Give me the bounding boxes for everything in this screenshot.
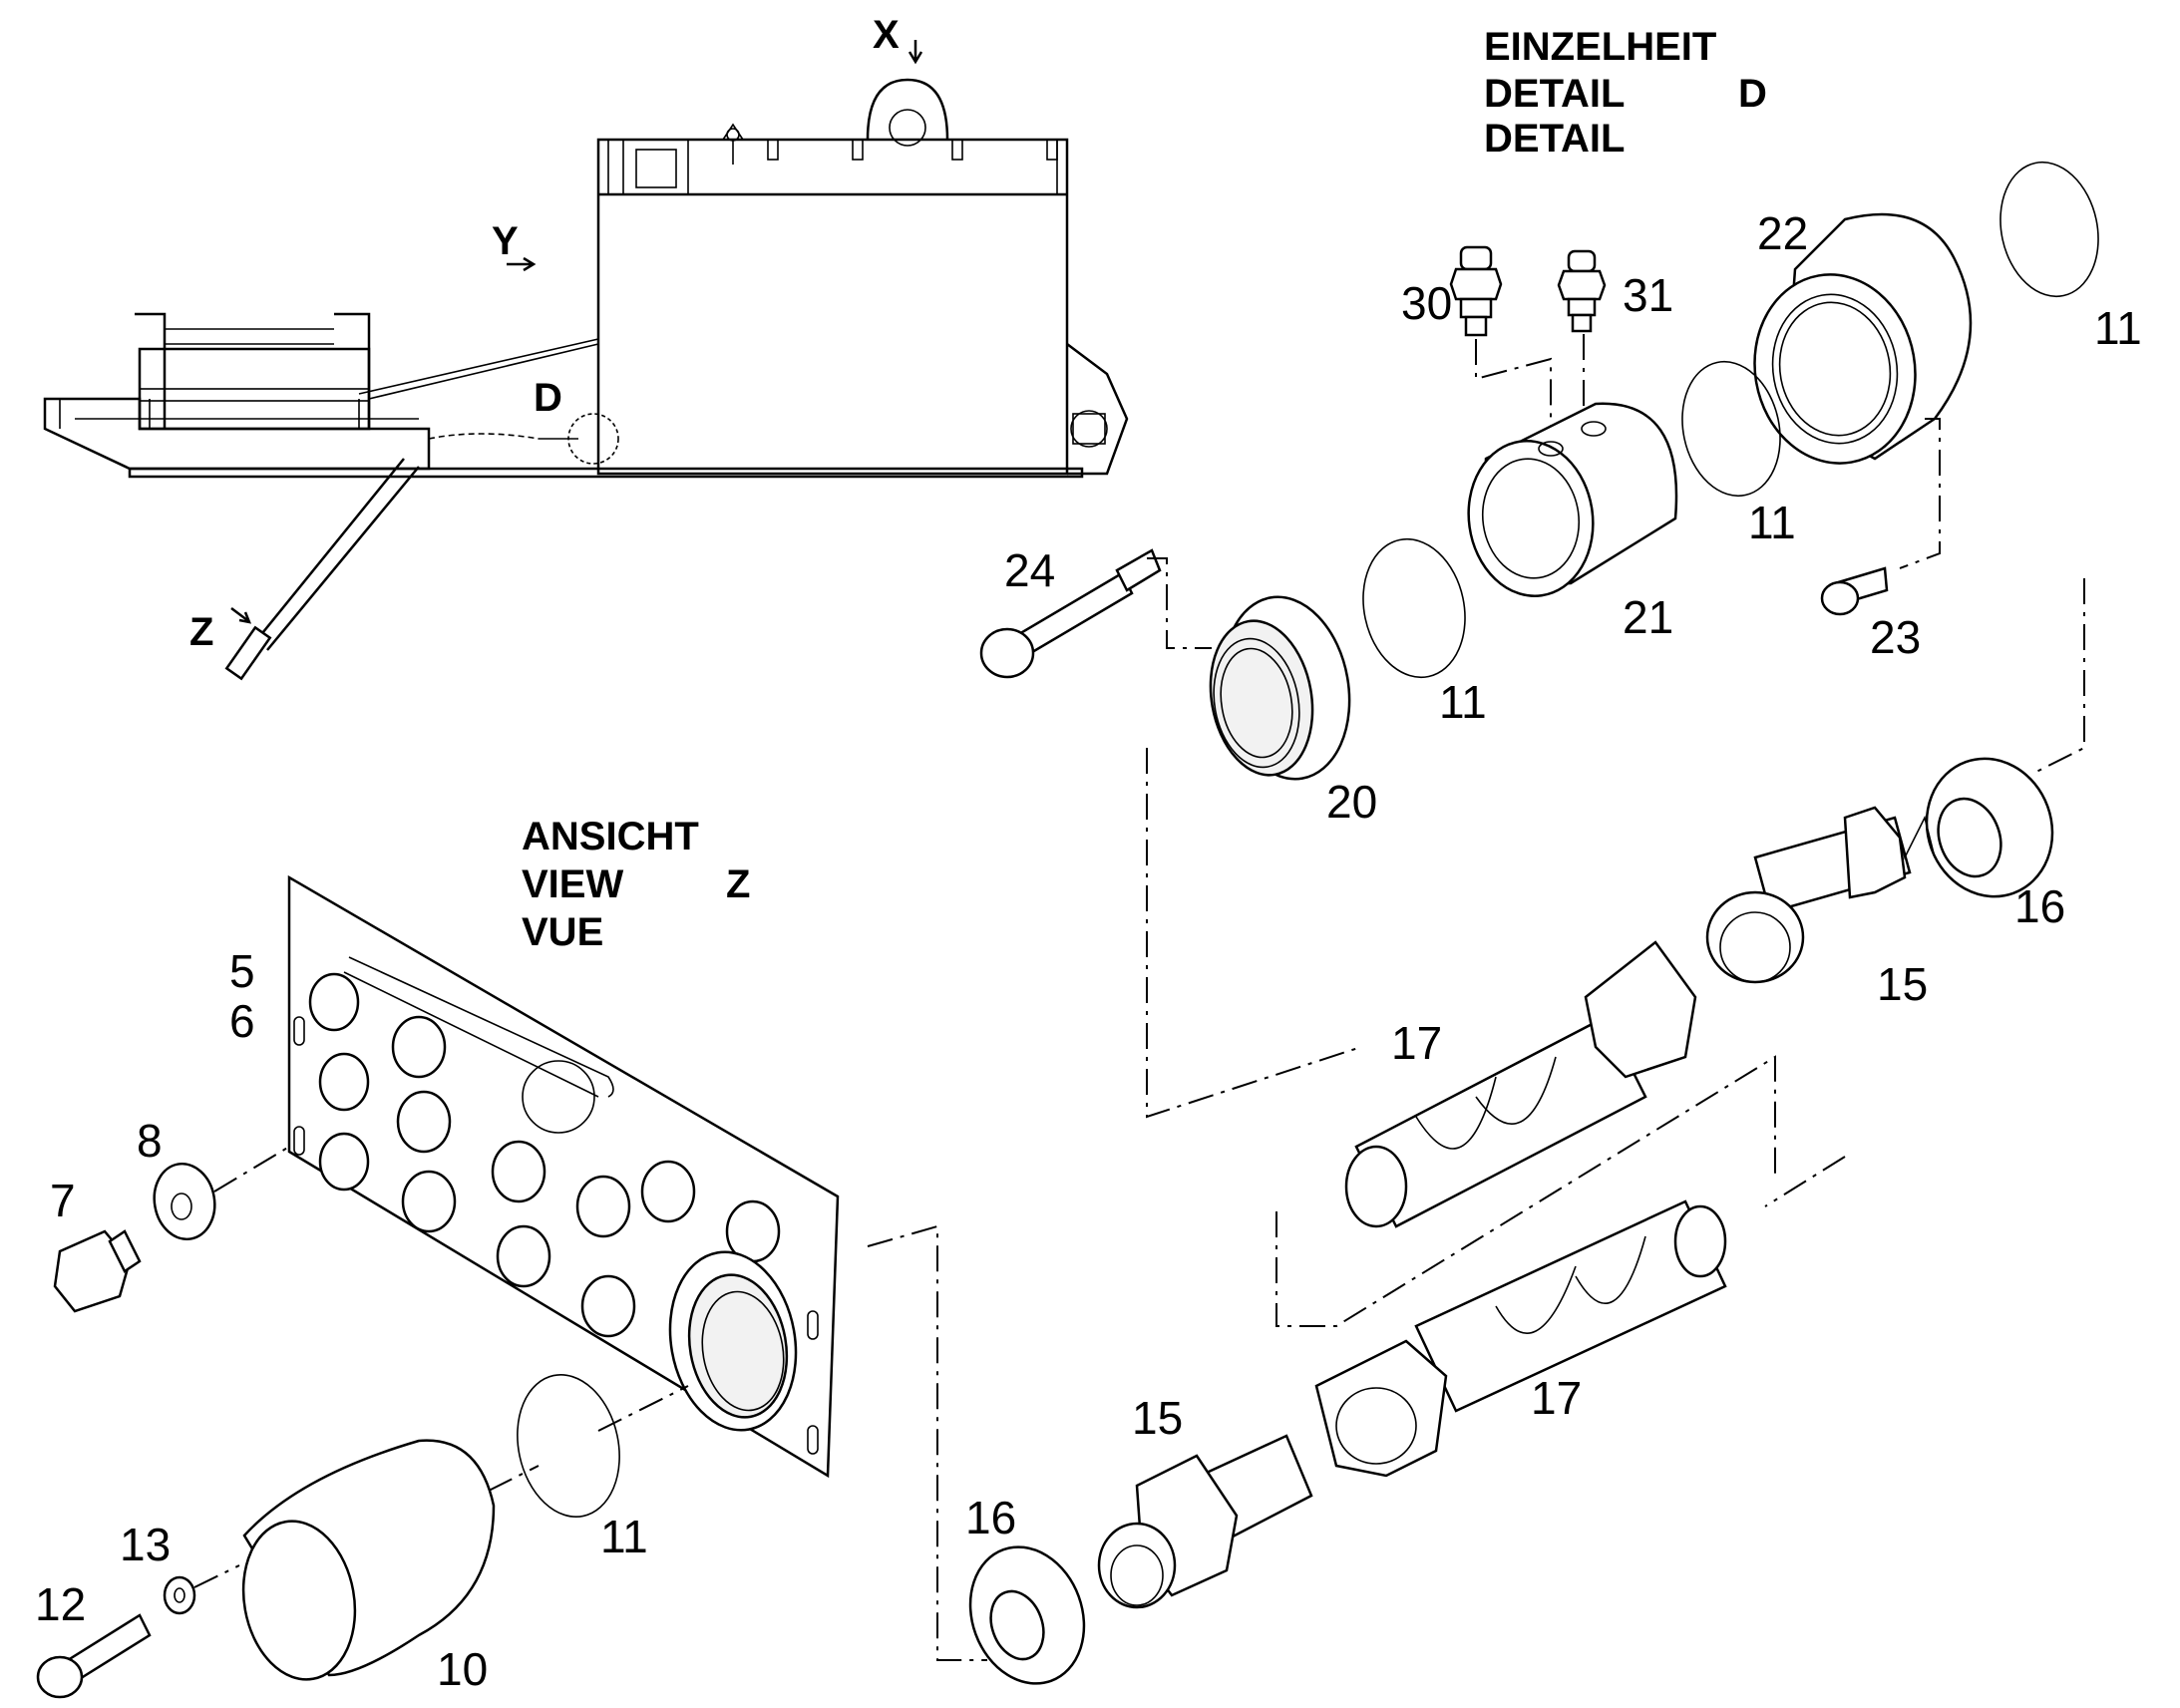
view-header-line3: VUE: [522, 910, 603, 954]
view-z-label: Z: [189, 610, 213, 654]
view-y-label: Y: [492, 219, 519, 263]
detail-d-label: D: [534, 376, 562, 420]
callout-15-upper: 15: [1877, 958, 1928, 1010]
callout-6: 6: [229, 995, 255, 1047]
mounting-plate: [287, 874, 840, 1479]
callout-16-lower: 16: [965, 1492, 1016, 1543]
callout-30: 30: [1401, 277, 1452, 329]
callout-11-lower: 11: [600, 1511, 648, 1562]
hose-17-upper: [1344, 940, 1697, 1228]
view-z-arrow: [230, 607, 252, 624]
fitting-31: [1557, 249, 1607, 333]
view-header-letter: Z: [726, 862, 750, 906]
view-x-arrow: [908, 40, 923, 65]
fitting-15-lower: [1097, 1434, 1313, 1609]
block-21: [1467, 402, 1678, 597]
detail-header-line1: EINZELHEIT: [1484, 25, 1716, 69]
callout-7: 7: [50, 1175, 76, 1226]
callout-11-a: 11: [2094, 302, 2142, 354]
callout-10: 10: [437, 1643, 488, 1695]
callout-15-lower: 15: [1132, 1392, 1183, 1444]
callout-17-upper: 17: [1391, 1017, 1442, 1069]
sleeve-10: [241, 1439, 496, 1681]
callout-21: 21: [1623, 591, 1673, 643]
screw-24: [979, 548, 1162, 679]
callout-17-lower: 17: [1531, 1372, 1582, 1424]
washer-13: [163, 1575, 196, 1615]
callout-11-c: 11: [1439, 676, 1487, 728]
detail-d-header: EINZELHEIT DETAIL D DETAIL: [1484, 25, 1767, 161]
detail-header-letter: D: [1738, 72, 1767, 116]
view-z-header: ANSICHT VIEW Z VUE: [522, 815, 750, 954]
bolt-7: [53, 1229, 142, 1313]
callout-16-upper: 16: [2014, 880, 2065, 932]
view-y-arrow: [507, 256, 537, 272]
screw-23: [1820, 566, 1889, 616]
callout-22: 22: [1757, 207, 1808, 259]
callout-12: 12: [35, 1578, 86, 1630]
o-ring-11-d: [517, 1374, 620, 1518]
callout-31: 31: [1623, 269, 1673, 321]
callout-20: 20: [1326, 776, 1377, 828]
detail-header-line3: DETAIL: [1484, 117, 1625, 161]
hose-17-lower: [1314, 1199, 1727, 1478]
callout-24: 24: [1004, 544, 1055, 596]
washer-16-lower: [968, 1545, 1086, 1685]
flange-20: [1209, 595, 1351, 781]
callout-numbers: 5 6 7 8 10 11 12 13 15 15 16 16 17 17 20…: [35, 207, 2142, 1695]
screw-12: [36, 1613, 152, 1699]
fitting-30: [1449, 245, 1503, 337]
view-header-line2: VIEW: [522, 862, 623, 906]
washer-8: [153, 1162, 216, 1241]
callout-5: 5: [229, 945, 255, 997]
detail-header-line2: DETAIL: [1484, 72, 1625, 116]
machine-overview: [43, 78, 1129, 681]
washer-16-upper: [1925, 757, 2054, 898]
housing-22: [1753, 212, 1973, 465]
callout-8: 8: [137, 1115, 163, 1167]
view-x-label: X: [873, 13, 900, 57]
view-header-line1: ANSICHT: [522, 815, 699, 858]
fitting-15-upper: [1705, 806, 1936, 984]
callout-13: 13: [120, 1519, 171, 1570]
callout-23: 23: [1870, 611, 1921, 663]
o-ring-11-a: [1999, 161, 2099, 298]
callout-11-b: 11: [1748, 497, 1796, 548]
o-ring-11-c: [1362, 537, 1466, 679]
o-ring-11-b: [1681, 360, 1781, 498]
